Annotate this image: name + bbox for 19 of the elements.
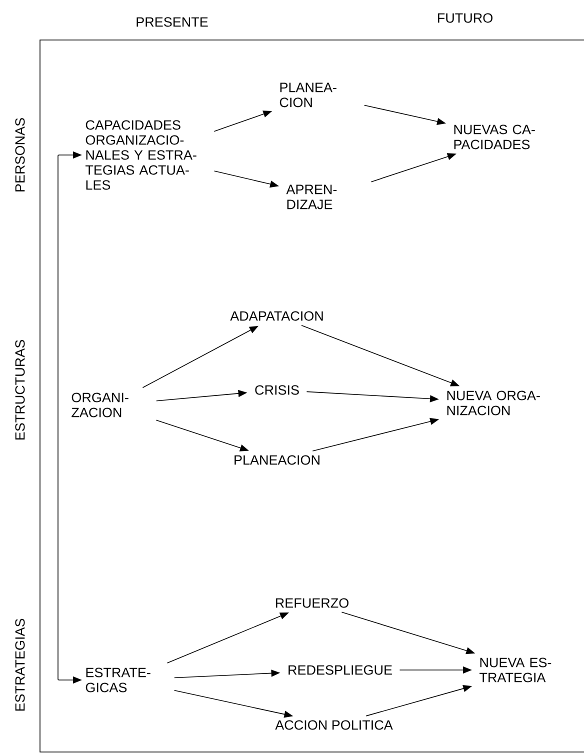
section-label: FUTURO xyxy=(438,13,492,23)
node-text: CRISIS xyxy=(255,385,299,395)
node-text: REDESPLIEGUE xyxy=(288,665,392,675)
section-label: ESTRATEGIAS xyxy=(15,618,25,711)
node-text: PLANEA- CION xyxy=(280,82,336,108)
section-label: PERSONAS xyxy=(15,118,25,192)
node-text: ORGANI- ZACION xyxy=(72,392,128,418)
node-text: NUEVA ORGA- NIZACION xyxy=(447,390,540,416)
node-text: REFUERZO xyxy=(276,598,348,608)
section-label: PRESENTE xyxy=(136,17,208,27)
section-label: ESTRUCTURAS xyxy=(15,340,25,440)
node-text: ADAPATACION xyxy=(230,311,323,321)
node-text: PLANEACION xyxy=(234,455,320,465)
node-text: CAPACIDADES ORGANIZACIO- NALES Y ESTRA- TEGIAS ACTUA- LES xyxy=(86,120,196,190)
node-text: NUEVA ES- TRATEGIA xyxy=(480,658,552,682)
node-text: APREN- DIZAJE xyxy=(286,184,337,210)
node-text: ACCION POLITICA xyxy=(275,720,393,730)
node-text: ESTRATE- GICAS xyxy=(86,668,150,692)
node-text: NUEVAS CA- PACIDADES xyxy=(454,124,535,150)
